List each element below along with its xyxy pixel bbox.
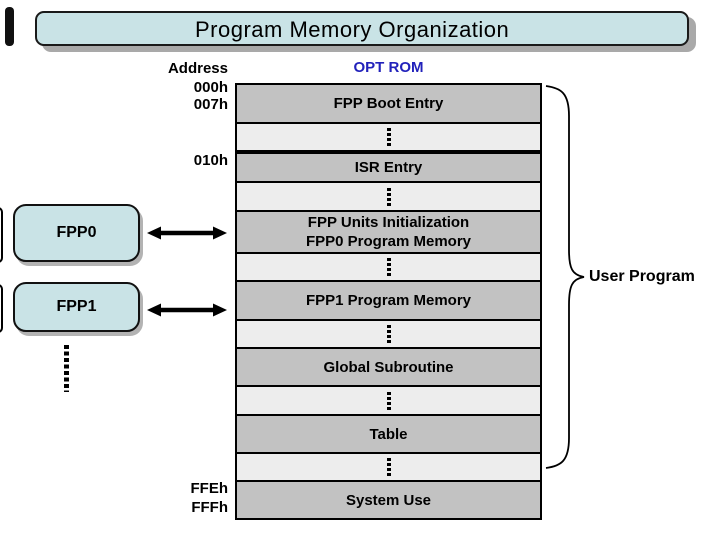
title-bar: Program Memory Organization <box>35 11 689 46</box>
vertical-ellipsis-icon <box>64 345 69 392</box>
ellipsis-dots-icon <box>386 128 391 146</box>
memory-map-column: FPP Boot Entry ISR Entry FPP Units Initi… <box>235 83 542 520</box>
ellipsis-dots-icon <box>386 187 391 206</box>
offscreen-box-fragment <box>0 284 3 333</box>
memory-block-gap <box>237 454 540 482</box>
slide-edge-accent-bar <box>5 7 14 46</box>
address-label-ffeh: FFEh <box>190 480 229 497</box>
opt-rom-column-header: OPT ROM <box>353 59 424 76</box>
address-label-000h: 000h <box>193 79 228 96</box>
address-label-010h: 010h <box>193 152 228 169</box>
memory-block-label: Table <box>369 425 408 443</box>
memory-block-label: FPP1 Program Memory <box>305 292 472 309</box>
memory-block-label: Global Subroutine <box>323 358 454 376</box>
double-arrow-icon <box>147 303 227 317</box>
memory-block-gap <box>237 124 540 152</box>
ellipsis-dots-icon <box>386 325 391 343</box>
memory-block-fpp-boot-entry: FPP Boot Entry <box>237 85 540 124</box>
memory-block-gap <box>237 254 540 282</box>
memory-block-isr-entry: ISR Entry <box>237 152 540 183</box>
memory-block-label: ISR Entry <box>354 159 423 176</box>
memory-block-gap <box>237 321 540 349</box>
fpp1-processor-box: FPP1 <box>13 282 140 332</box>
right-curly-brace <box>545 85 585 469</box>
page-title: Program Memory Organization <box>195 17 510 42</box>
memory-block-label-line1: FPP Units Initialization <box>307 214 470 231</box>
address-label-007h: 007h <box>193 96 228 113</box>
memory-block-system-use: System Use <box>237 482 540 518</box>
fpp0-label: FPP0 <box>56 224 97 241</box>
memory-block-gap <box>237 183 540 212</box>
memory-block-label: System Use <box>345 491 432 509</box>
double-arrow-icon <box>147 226 227 240</box>
memory-block-fpp0-program-memory: FPP Units Initialization FPP0 Program Me… <box>237 212 540 254</box>
memory-block-table: Table <box>237 416 540 454</box>
fpp0-processor-box: FPP0 <box>13 204 140 262</box>
fpp1-label: FPP1 <box>56 298 97 315</box>
address-label-fffh: FFFh <box>191 499 228 516</box>
memory-block-gap <box>237 387 540 416</box>
ellipsis-dots-icon <box>386 258 391 276</box>
offscreen-box-fragment <box>0 207 3 263</box>
memory-block-label-line2: FPP0 Program Memory <box>305 233 472 250</box>
memory-block-fpp1-program-memory: FPP1 Program Memory <box>237 282 540 321</box>
memory-block-global-subroutine: Global Subroutine <box>237 349 540 387</box>
address-column-header: Address <box>167 60 228 77</box>
memory-block-label: FPP Boot Entry <box>333 95 444 112</box>
user-program-label: User Program <box>589 268 695 285</box>
ellipsis-dots-icon <box>386 391 391 410</box>
ellipsis-dots-icon <box>386 458 391 476</box>
